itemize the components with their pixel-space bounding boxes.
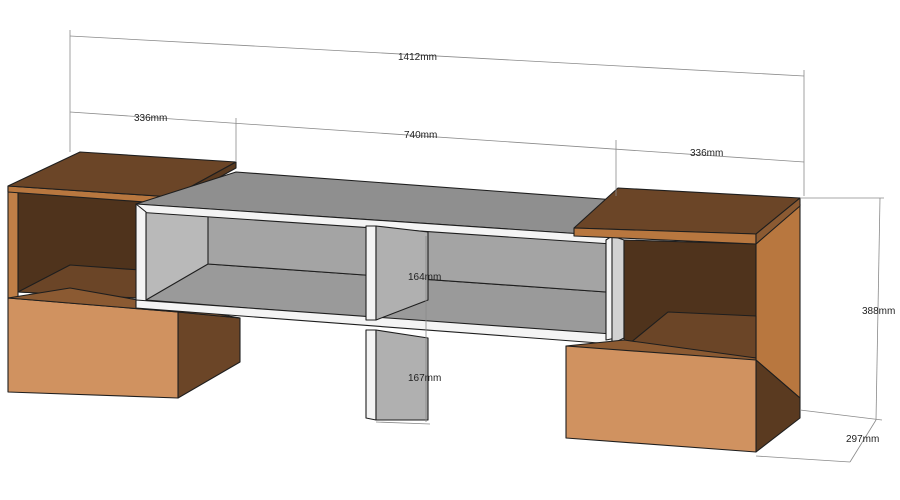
center-divider-lower-face [375, 329, 429, 421]
center-divider-upper-face [375, 225, 429, 321]
center-divider-lower [365, 329, 377, 421]
right-wood-module [565, 187, 801, 453]
dim-total-width: 1412mm [398, 52, 437, 63]
dim-right-width: 336mm [690, 148, 723, 159]
center-frame-left [135, 203, 147, 307]
dim-lower-compartment: 167mm [408, 373, 441, 384]
right-drawer-front [565, 345, 757, 453]
dimension-lines [69, 30, 884, 463]
left-module-side-panel [7, 185, 19, 301]
left-drawer-side [177, 311, 241, 399]
dim-depth: 297mm [846, 434, 879, 445]
center-divider-upper [365, 225, 377, 321]
left-drawer-front [7, 297, 179, 399]
right-top-slab-side [755, 197, 801, 245]
center-right-wall [611, 235, 625, 345]
dim-upper-compartment: 164mm [408, 272, 441, 283]
center-white-module [135, 171, 625, 421]
dim-center-width: 740mm [404, 130, 437, 141]
dim-left-width: 336mm [134, 113, 167, 124]
dim-height: 388mm [862, 306, 895, 317]
